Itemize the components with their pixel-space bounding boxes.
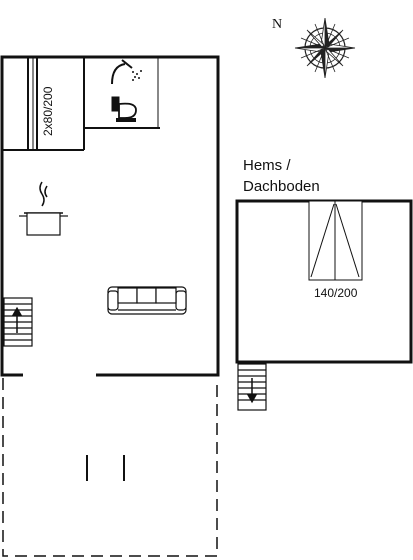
terrace-outline [2,378,218,557]
loft-label-line1: Hems / [243,157,291,174]
stairs-down-icon [237,363,267,411]
double-bed-label: 140/200 [314,286,358,300]
sofa-icon [107,286,187,315]
terrace-marks [86,455,125,481]
bunk-bed-label: 2x80/200 [41,86,55,136]
loft-label: Hems / Dachboden [243,155,320,197]
stairs-up-icon [3,297,33,347]
toilet-icon [111,96,137,122]
double-bed [308,200,363,281]
bathroom-walls [2,57,160,151]
loft-label-line2: Dachboden [243,178,320,195]
north-label: N [272,17,283,32]
cooking-pot-icon [19,181,68,236]
bunk-bed [27,57,38,150]
compass-rose-icon [294,17,356,79]
shower-icon [111,59,142,85]
main-house-walls [0,55,220,377]
